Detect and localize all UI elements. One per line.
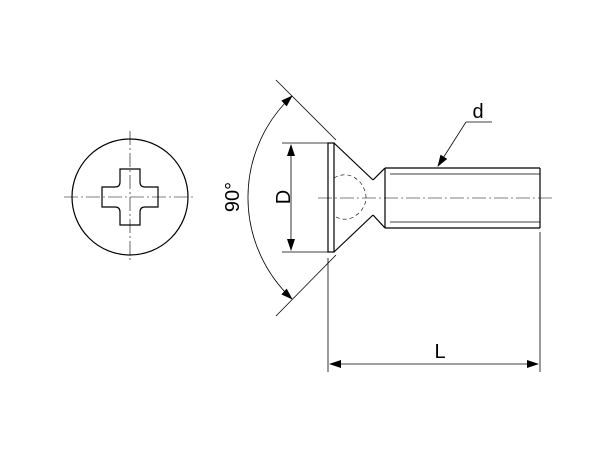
neck-top xyxy=(372,167,386,181)
head-cone-top xyxy=(333,142,374,181)
head-face xyxy=(327,142,335,253)
dimension-head-diameter: D xyxy=(273,142,328,253)
leader-line-diagonal xyxy=(437,121,467,167)
end-view xyxy=(64,131,196,263)
extension-line-angle-top xyxy=(275,79,337,141)
dimension-angle: 90° xyxy=(222,79,337,317)
side-view xyxy=(318,142,552,253)
recess-hidden-line xyxy=(333,174,367,220)
phillips-recess-icon xyxy=(101,168,159,226)
head-cone-bottom xyxy=(333,214,374,253)
angle-arc xyxy=(247,95,293,300)
thread-diameter-label: d xyxy=(472,101,483,123)
dimension-length: L xyxy=(327,232,541,372)
length-label: L xyxy=(434,341,445,363)
angle-label: 90° xyxy=(222,182,244,212)
extension-line-angle-bottom xyxy=(275,254,337,317)
neck-bottom xyxy=(372,214,386,229)
dimension-thread-diameter: d xyxy=(437,101,492,167)
head-diameter-label: D xyxy=(273,190,295,204)
